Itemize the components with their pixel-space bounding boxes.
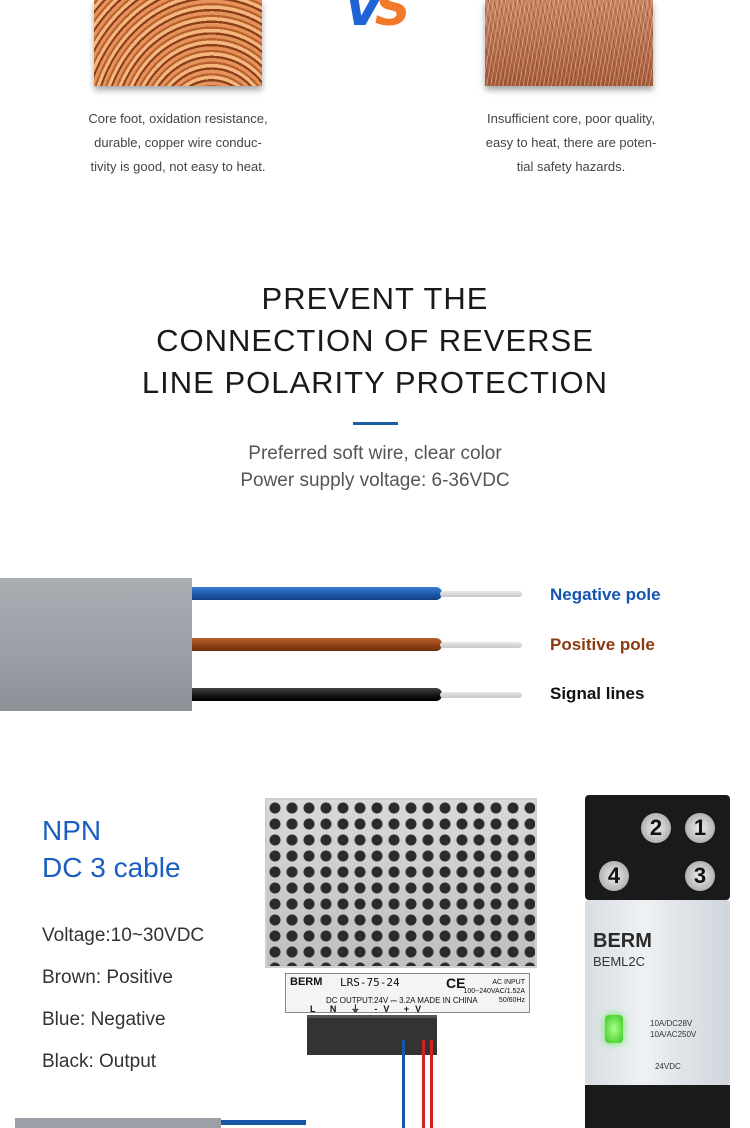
spec-voltage: Voltage:10~30VDC	[42, 925, 205, 946]
relay-screw-3: 3	[685, 861, 715, 891]
good-copper-caption: Core foot, oxidation resistance, durable…	[88, 111, 268, 174]
black-wire	[192, 688, 442, 701]
relay-led-indicator	[605, 1015, 623, 1043]
psu-blue-lead	[402, 1040, 405, 1128]
bottom-cable-blue-wire	[221, 1120, 306, 1125]
black-wire-conductor	[440, 692, 522, 698]
brown-wire	[192, 638, 442, 651]
relay-screw-4: 4	[599, 861, 629, 891]
relay-socket-bottom	[585, 1085, 730, 1128]
psu-red-lead-2	[430, 1040, 433, 1128]
spec-brown: Brown: Positive	[42, 967, 173, 988]
spec-black: Black: Output	[42, 1051, 157, 1072]
polarity-headline: PREVENT THE CONNECTION OF REVERSE LINE P…	[141, 281, 609, 400]
negative-pole-label: Negative pole	[550, 585, 661, 604]
blue-wire-conductor	[440, 591, 522, 597]
headline-subtitle: Preferred soft wire, clear color Power s…	[240, 443, 510, 491]
spec-blue: Blue: Negative	[42, 1009, 166, 1030]
relay-body: BERM BEML2C 10A/DC28V 10A/AC250V 24VDC	[585, 900, 730, 1085]
headline-divider	[353, 422, 398, 425]
comparison-section: VS Core foot, oxidation resistance, dura…	[0, 0, 750, 240]
signal-lines-label: Signal lines	[550, 684, 645, 703]
psu-terminal-tags: L N ⏚ -V +V	[310, 1004, 428, 1014]
psu-vent-grid	[265, 798, 537, 968]
psu-red-lead	[422, 1040, 425, 1128]
brown-wire-conductor	[440, 642, 522, 648]
npn-title: NPN DC 3 cable	[42, 815, 181, 883]
cable-jacket	[0, 578, 192, 711]
relay-socket-top: 2 1 4 3	[585, 795, 730, 900]
power-supply-photo: BERM LRS-75-24 CE DC OUTPUT:24V ⎓ 3.2A M…	[265, 790, 540, 1055]
relay-screw-2: 2	[641, 813, 671, 843]
bottom-cable-jacket	[15, 1118, 221, 1128]
good-copper-photo	[94, 0, 262, 86]
positive-pole-label: Positive pole	[550, 635, 655, 654]
poor-copper-photo	[485, 0, 653, 86]
relay-screw-1: 1	[685, 813, 715, 843]
poor-copper-caption: Insufficient core, poor quality, easy to…	[485, 111, 657, 174]
vs-logo: VS	[344, 0, 411, 37]
psu-label: BERM LRS-75-24 CE DC OUTPUT:24V ⎓ 3.2A M…	[285, 973, 530, 1013]
relay-photo: 2 1 4 3 BERM BEML2C 10A/DC28V 10A/AC250V…	[585, 795, 730, 1128]
blue-wire	[192, 587, 442, 600]
psu-terminal-block	[307, 1015, 437, 1055]
